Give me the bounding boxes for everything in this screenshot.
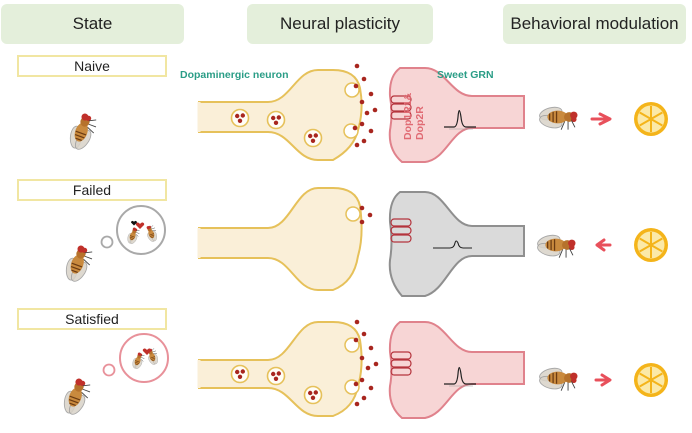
header-state: State: [1, 4, 184, 44]
state-naive-label: Naive: [17, 55, 167, 77]
row-satisfied: [57, 319, 669, 420]
heart-icon: [131, 220, 137, 226]
vesicle: [266, 110, 286, 130]
thought-bubble-icon: [102, 363, 116, 377]
dopamine-molecules: [353, 319, 379, 407]
fly-icon: [59, 241, 97, 287]
sweet-grn-label: Sweet GRN: [437, 69, 494, 81]
neural-response-trace: [433, 240, 472, 249]
receptor-label-line1: Dop1R1&: [402, 92, 414, 140]
fly-icon: [57, 374, 95, 420]
heart-icon: [142, 348, 152, 355]
fly-icon: [537, 365, 579, 392]
lemon-icon: [633, 101, 669, 137]
thought-bubble-icon: [116, 205, 166, 255]
receptor-label-line2: Dop2R: [414, 106, 426, 140]
sweet-grn-active: [388, 321, 525, 419]
header-behavioral-modulation: Behavioral modulation: [503, 4, 686, 44]
vesicle: [230, 108, 250, 128]
neural-response-trace: [444, 366, 476, 385]
arrow-icon: [595, 238, 612, 252]
thought-bubble-icon: [100, 235, 114, 249]
sweet-grn-active: [388, 67, 525, 163]
fly-icon: [537, 104, 579, 131]
vesicle: [230, 364, 250, 384]
arrow-icon: [594, 373, 612, 387]
row-failed: [59, 187, 669, 297]
vesicle: [303, 128, 323, 148]
sweet-grn-inactive: [388, 191, 525, 297]
lemon-icon: [633, 362, 669, 398]
vesicle: [303, 385, 323, 405]
dopamine-molecules: [352, 63, 378, 148]
heart-icon: [135, 222, 145, 229]
receptor-label: Dop1R1& Dop2R: [402, 80, 426, 140]
dopamine-molecules: [359, 205, 373, 225]
fly-icon: [63, 109, 101, 155]
state-satisfied-label: Satisfied: [17, 308, 167, 330]
row-naive: [63, 63, 669, 163]
lemon-icon: [633, 227, 669, 263]
dopaminergic-neuron-label: Dopaminergic neuron: [180, 69, 289, 81]
dopaminergic-terminal: [198, 187, 363, 291]
fly-icon: [535, 232, 577, 259]
release-site: [345, 206, 361, 222]
vesicle: [266, 366, 286, 386]
neural-response-trace: [444, 109, 476, 128]
header-neural-plasticity: Neural plasticity: [247, 4, 433, 44]
thought-bubble-icon: [119, 333, 169, 383]
state-failed-label: Failed: [17, 179, 167, 201]
